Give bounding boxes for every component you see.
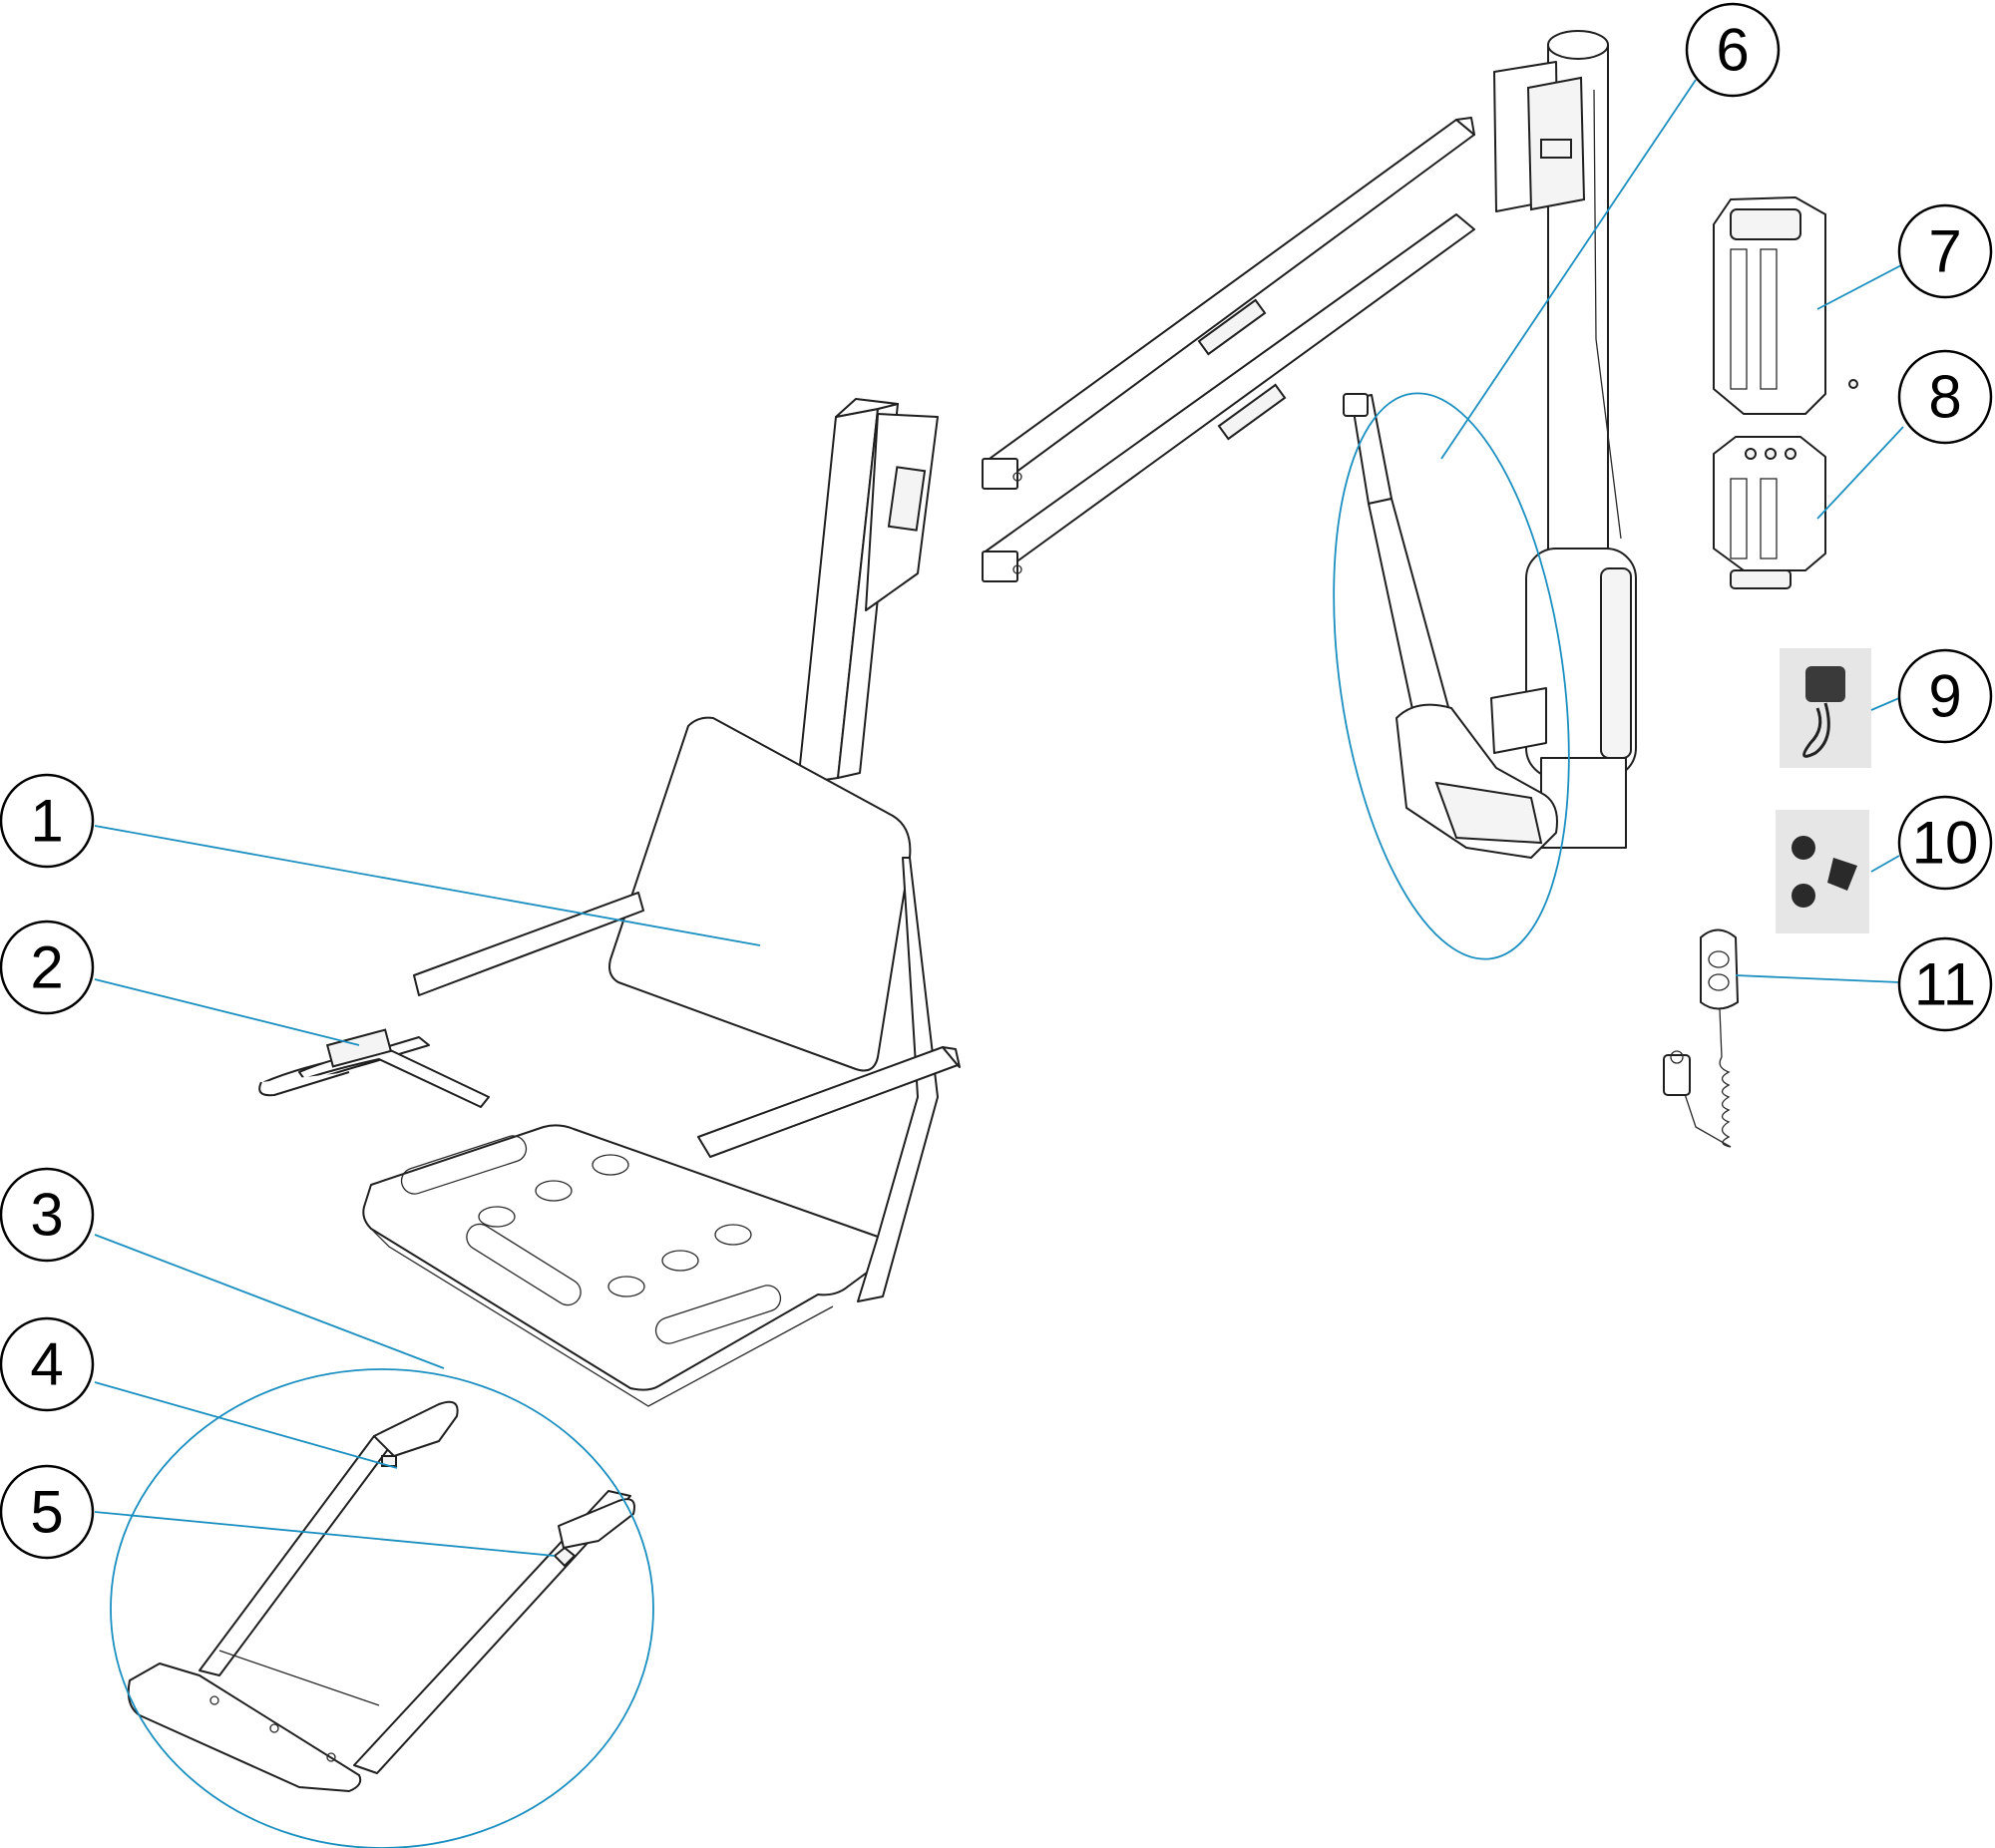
- charger-photo: [1780, 648, 1871, 768]
- leader-4: [94, 1381, 398, 1469]
- callout-3: 3: [0, 1167, 95, 1263]
- callout-9-number: 9: [1928, 663, 1961, 730]
- footrest: [127, 1400, 635, 1792]
- leader-lines: [94, 79, 1904, 1848]
- footrest-knob: [553, 1546, 577, 1568]
- callout-5-number: 5: [30, 1479, 63, 1546]
- callout-3-number: 3: [30, 1182, 63, 1249]
- leader-8: [1816, 426, 1904, 520]
- callout-11-number: 11: [1914, 951, 1976, 1018]
- callout-7: 7: [1897, 203, 1993, 299]
- mast-assembly: [1343, 30, 1637, 859]
- leader-3: [94, 1234, 445, 1369]
- leader-5: [94, 1511, 556, 1557]
- leader-10: [1870, 855, 1900, 873]
- callout-4-number: 4: [30, 1331, 63, 1398]
- callout-10: 10: [1897, 795, 1993, 891]
- footrest-detail-outline: [110, 1368, 654, 1848]
- callout-11: 11: [1897, 936, 1993, 1032]
- leader-7: [1816, 263, 1904, 310]
- callout-1-number: 1: [30, 788, 63, 855]
- callout-4: 4: [0, 1316, 95, 1412]
- leader-9: [1870, 697, 1900, 711]
- callout-7-number: 7: [1928, 218, 1961, 285]
- callout-8-number: 8: [1928, 364, 1961, 431]
- leader-1: [94, 825, 761, 946]
- control-box: [1713, 436, 1826, 589]
- leader-2: [94, 978, 360, 1046]
- callout-10-number: 10: [1912, 810, 1979, 877]
- adapters-photo: [1776, 810, 1869, 933]
- callout-9: 9: [1897, 648, 1993, 744]
- leader-11: [1735, 974, 1900, 983]
- callout-2-number: 2: [30, 934, 63, 1001]
- leader-6: [1440, 79, 1697, 460]
- hand-control: [1663, 928, 1739, 1148]
- battery: [1713, 196, 1858, 415]
- seat-belt: [258, 1028, 490, 1108]
- cross-arms: [982, 117, 1475, 582]
- actuator-detail-outline: [1333, 392, 1570, 960]
- callout-6-number: 6: [1716, 17, 1749, 84]
- seat-assembly: [362, 398, 961, 1407]
- callout-1: 1: [0, 773, 95, 869]
- callout-5: 5: [0, 1464, 95, 1560]
- callout-6: 6: [1685, 2, 1781, 98]
- callout-8: 8: [1897, 349, 1993, 445]
- callout-2: 2: [0, 920, 95, 1015]
